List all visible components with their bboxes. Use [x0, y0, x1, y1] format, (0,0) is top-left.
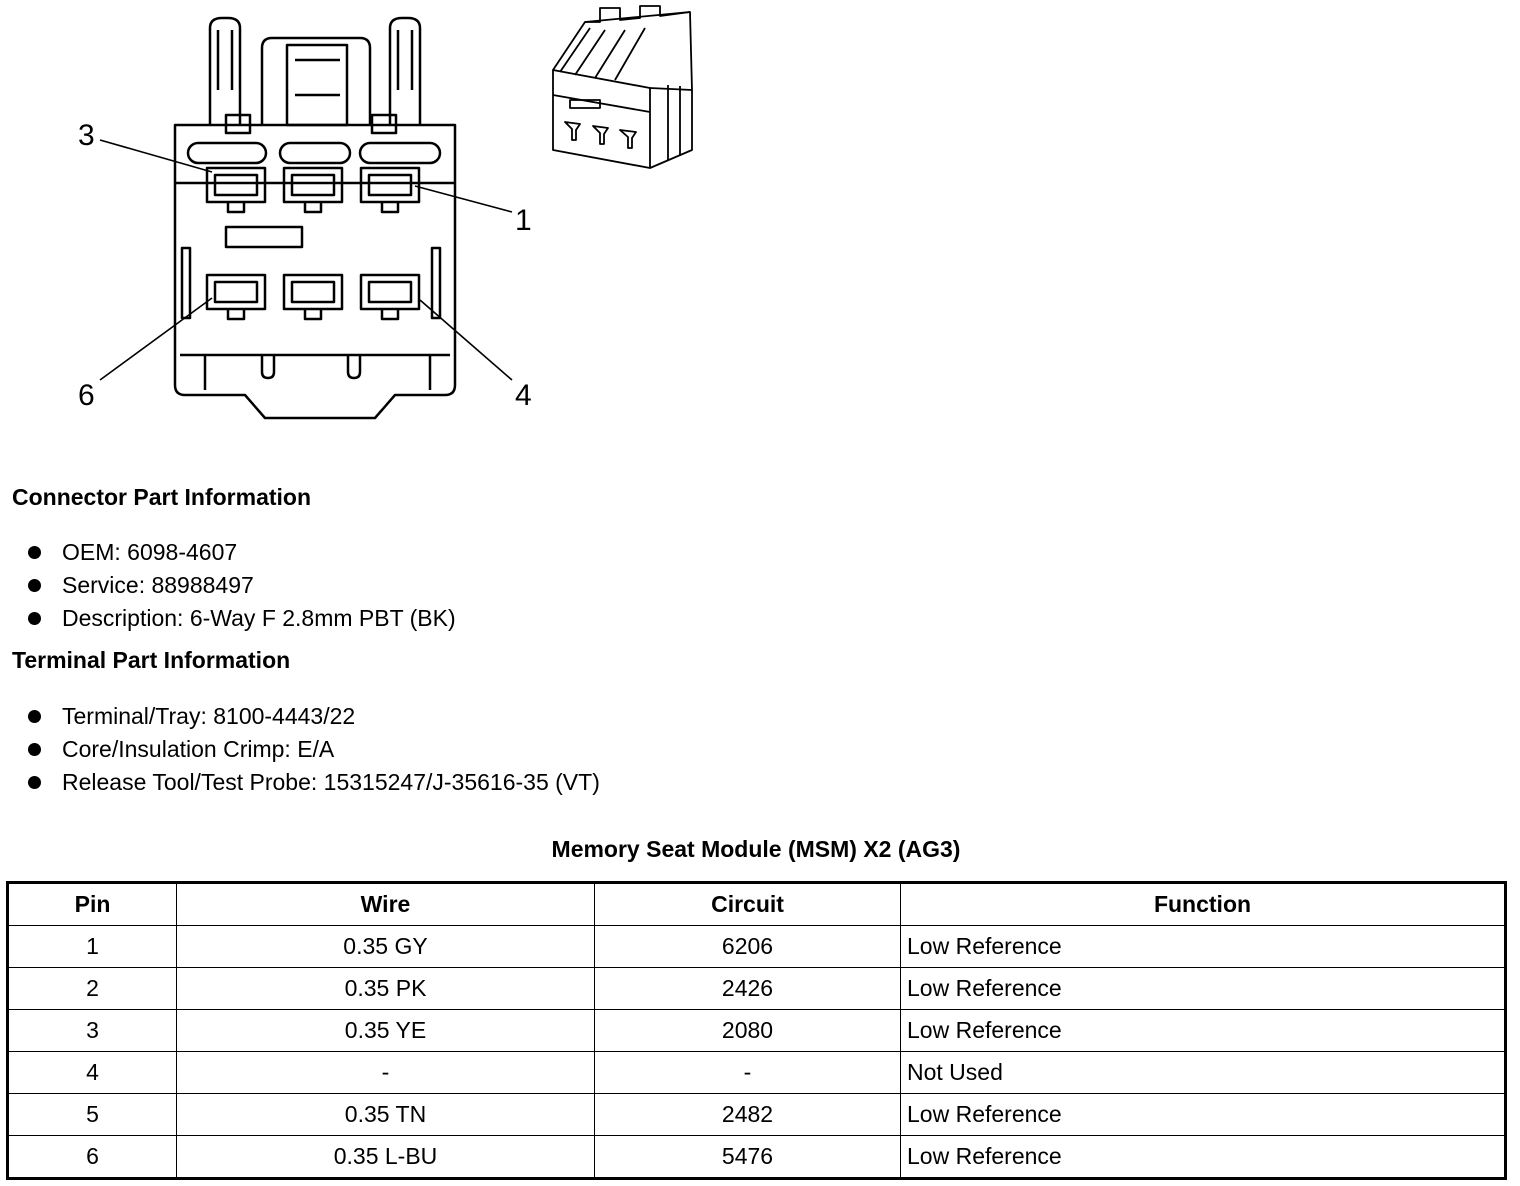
column-header-function: Function [900, 882, 1506, 926]
table-row: 4 - - Not Used [7, 1051, 1506, 1094]
pin-cell: 6 [7, 1135, 177, 1179]
wire-cell: 0.35 YE [176, 1009, 595, 1052]
pin-cell: 1 [7, 925, 177, 968]
connector-diagram: 3 1 6 4 [78, 5, 693, 420]
table-row: 6 0.35 L-BU 5476 Low Reference [7, 1135, 1506, 1179]
pin-cell: 5 [7, 1093, 177, 1136]
pin-label-6: 6 [78, 379, 95, 412]
circuit-cell: 2482 [594, 1093, 901, 1136]
circuit-cell: 6206 [594, 925, 901, 968]
pin-label-3: 3 [78, 119, 95, 152]
connector-iso-view [552, 5, 693, 169]
bullet-icon [28, 579, 41, 592]
function-cell: Not Used [900, 1051, 1506, 1094]
pin-cell: 4 [7, 1051, 177, 1094]
list-item: Description: 6-Way F 2.8mm PBT (BK) [28, 602, 456, 635]
column-header-wire: Wire [176, 882, 595, 926]
circuit-cell: 2426 [594, 967, 901, 1010]
pin-cell: 3 [7, 1009, 177, 1052]
wire-cell: - [176, 1051, 595, 1094]
column-header-pin: Pin [7, 882, 177, 926]
list-item: Service: 88988497 [28, 569, 456, 602]
function-cell: Low Reference [900, 925, 1506, 968]
table-row: 2 0.35 PK 2426 Low Reference [7, 967, 1506, 1010]
function-cell: Low Reference [900, 1093, 1506, 1136]
function-cell: Low Reference [900, 967, 1506, 1010]
circuit-cell: 2080 [594, 1009, 901, 1052]
connector-info-heading: Connector Part Information [12, 484, 312, 510]
circuit-cell: - [594, 1051, 901, 1094]
table-row: 3 0.35 YE 2080 Low Reference [7, 1009, 1506, 1052]
wire-cell: 0.35 TN [176, 1093, 595, 1136]
bullet-icon [28, 612, 41, 625]
table-row: 5 0.35 TN 2482 Low Reference [7, 1093, 1506, 1136]
wire-cell: 0.35 PK [176, 967, 595, 1010]
terminal-info-list: Terminal/Tray: 8100-4443/22 Core/Insulat… [28, 700, 600, 799]
bullet-icon [28, 743, 41, 756]
connector-info-list: OEM: 6098-4607 Service: 88988497 Descrip… [28, 536, 456, 635]
terminal-info-heading: Terminal Part Information [12, 647, 291, 673]
pin-label-1: 1 [515, 204, 532, 237]
table-row: 1 0.35 GY 6206 Low Reference [7, 925, 1506, 968]
bullet-icon [28, 546, 41, 559]
list-item: Terminal/Tray: 8100-4443/22 [28, 700, 600, 733]
column-header-circuit: Circuit [594, 882, 901, 926]
list-item: OEM: 6098-4607 [28, 536, 456, 569]
function-cell: Low Reference [900, 1009, 1506, 1052]
function-cell: Low Reference [900, 1135, 1506, 1179]
table-header-row: Pin Wire Circuit Function [7, 882, 1506, 926]
bullet-icon [28, 776, 41, 789]
list-item: Core/Insulation Crimp: E/A [28, 733, 600, 766]
bullet-icon [28, 710, 41, 723]
pin-label-4: 4 [515, 379, 532, 412]
table-title: Memory Seat Module (MSM) X2 (AG3) [551, 836, 961, 862]
pin-cell: 2 [7, 967, 177, 1010]
circuit-cell: 5476 [594, 1135, 901, 1179]
pinout-table: Pin Wire Circuit Function 1 0.35 GY 6206… [6, 881, 1507, 1180]
wire-cell: 0.35 L-BU [176, 1135, 595, 1179]
wire-cell: 0.35 GY [176, 925, 595, 968]
list-item: Release Tool/Test Probe: 15315247/J-3561… [28, 766, 600, 799]
